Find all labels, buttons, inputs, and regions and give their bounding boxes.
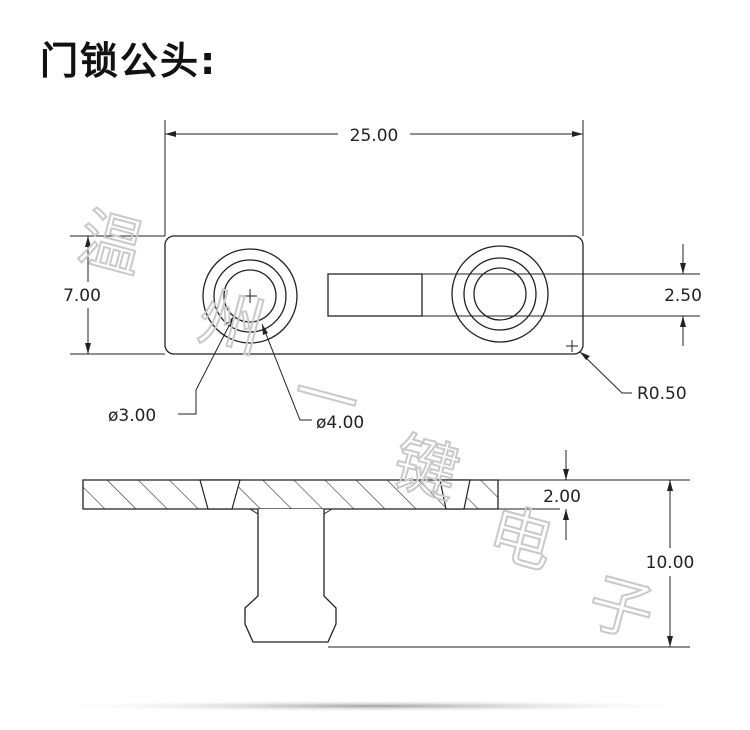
slot-height-label: 2.50 xyxy=(664,286,702,306)
radius-label: R0.50 xyxy=(637,384,687,404)
radius-leader xyxy=(566,340,632,394)
diameter-leaders xyxy=(178,315,312,421)
left-hole-inner xyxy=(223,269,277,323)
watermark-char: 子 xyxy=(580,565,661,653)
thickness-dimension xyxy=(498,450,690,540)
length-label: 25.00 xyxy=(350,126,399,146)
watermark: 温 州 一 键 电 子 xyxy=(69,199,662,654)
height-label: 10.00 xyxy=(646,553,695,573)
page-title: 门锁公头: xyxy=(40,39,218,83)
slot-dimension xyxy=(422,244,700,346)
right-hole-inner xyxy=(473,267,527,321)
width-label: 7.00 xyxy=(63,286,101,306)
left-hole-outer xyxy=(202,248,298,344)
pin-profile xyxy=(244,509,337,643)
right-hole-outer xyxy=(451,245,549,343)
length-dimension xyxy=(164,120,584,236)
thickness-label: 2.00 xyxy=(543,487,581,507)
outer-diameter-label: ø4.00 xyxy=(316,413,364,433)
top-view xyxy=(164,235,584,355)
watermark-char: 温 xyxy=(70,200,151,288)
section-view xyxy=(82,479,499,643)
center-slot xyxy=(327,273,423,317)
left-hole-ring xyxy=(213,259,287,333)
plate-outline xyxy=(164,235,584,355)
height-dimension xyxy=(328,480,690,648)
width-dimension xyxy=(70,235,165,355)
inner-diameter-label: ø3.00 xyxy=(108,406,156,426)
right-hole-ring xyxy=(463,257,537,331)
